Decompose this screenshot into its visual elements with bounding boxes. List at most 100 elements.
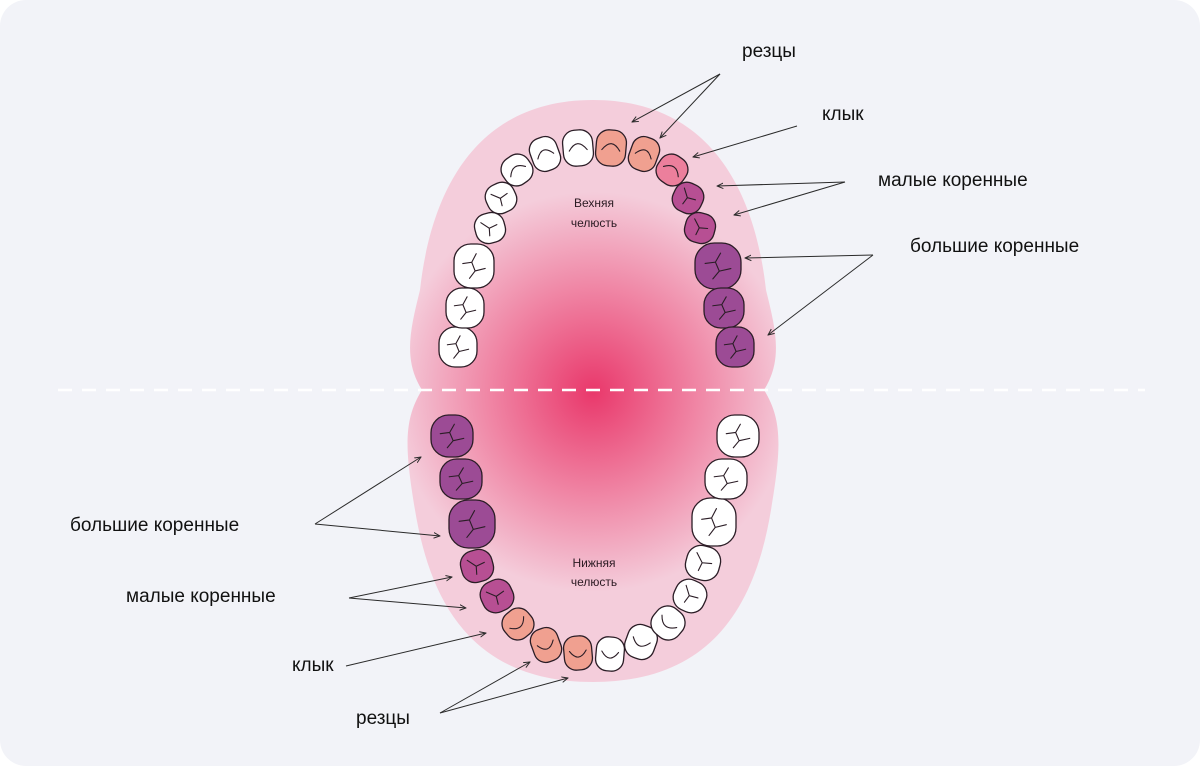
lower-molar-17 (430, 414, 474, 458)
tooth-groove (701, 508, 727, 536)
tooth-groove (704, 252, 732, 280)
arrow-lower-incisor-2 (439, 678, 568, 714)
tooth-groove (723, 335, 747, 359)
upper-jaw-label-line1: Вехняя (574, 196, 614, 210)
arrow-lower-incisor-1 (439, 662, 530, 714)
arrow-upper-incisor-2 (660, 73, 721, 138)
tooth-groove (458, 510, 486, 538)
lower-molar-18 (439, 458, 483, 500)
label-lower-premolars: малые коренные (126, 586, 276, 607)
arrow-lower-molar-1 (314, 457, 421, 525)
arrow-upper-canine (693, 125, 798, 157)
tooth-groove (661, 614, 678, 629)
upper-tooth-4 (473, 211, 507, 245)
upper-tooth-8 (561, 129, 595, 167)
tooth-groove (536, 639, 554, 650)
tooth-body (453, 243, 495, 289)
tooth-body (561, 129, 595, 167)
lower-incisor-23 (529, 626, 563, 664)
arrow-lower-premolar-1 (348, 577, 452, 599)
tooth-body (623, 623, 659, 661)
arrow-upper-molar-2 (768, 254, 874, 335)
tooth-groove (462, 253, 486, 279)
lower-tooth-31 (704, 458, 748, 500)
arrow-upper-incisor-1 (632, 73, 721, 122)
tooth-groove (537, 149, 555, 160)
upper-tooth-5 (484, 181, 518, 215)
tooth-body (528, 135, 562, 173)
tooth-groove (682, 187, 696, 205)
label-upper-incisors: резцы (742, 41, 796, 62)
lower-jaw-label-line2: челюсть (571, 575, 617, 589)
tooth-groove (662, 165, 679, 178)
label-lower-incisors: резцы (356, 708, 410, 729)
tooth-body (704, 458, 748, 500)
tooth-groove (634, 149, 652, 160)
tooth-body (694, 242, 742, 290)
tooth-groove (632, 636, 651, 647)
tooth-body (529, 626, 563, 664)
label-upper-canine: клык (822, 104, 864, 125)
upper-incisor-10 (627, 135, 661, 173)
tooth-groove (601, 143, 621, 152)
tooth-groove (439, 423, 465, 449)
lower-incisor-22 (501, 607, 535, 641)
tooth-body (715, 326, 755, 368)
arrow-lower-canine (345, 633, 486, 667)
upper-tooth-7 (528, 135, 562, 173)
upper-premolar-13 (683, 211, 717, 245)
tooth-body (448, 499, 496, 549)
annotation-arrows (314, 73, 874, 714)
lower-tooth-29 (684, 544, 722, 582)
lower-tooth-28 (672, 578, 708, 614)
tooth-body (430, 414, 474, 458)
lower-premolar-20 (459, 548, 495, 584)
tooth-body (655, 153, 689, 187)
tooth-groove (712, 296, 736, 320)
tooth-groove (713, 467, 739, 491)
tooth-groove (601, 650, 620, 659)
arrow-lower-molar-2 (314, 523, 440, 536)
lower-jaw-label-line1: Нижняя (572, 556, 615, 570)
lower-tooth-32 (716, 414, 760, 458)
tooth-groove (568, 649, 587, 658)
tooth-groove (568, 143, 588, 152)
upper-incisor-9 (594, 129, 628, 167)
arrow-upper-premolar-2 (734, 181, 846, 215)
lower-incisor-24 (562, 635, 594, 671)
lower-molar-19 (448, 499, 496, 549)
tooth-body (627, 135, 661, 173)
tooth-groove (694, 218, 709, 236)
tooth-groove (446, 335, 470, 359)
tooth-body (594, 636, 626, 672)
tooth-groove (485, 590, 505, 605)
tooth-groove (480, 222, 498, 237)
tooth-body (650, 605, 686, 641)
arrow-upper-molar-1 (745, 254, 874, 258)
lower-tooth-30 (691, 497, 737, 547)
tooth-body (562, 635, 594, 671)
upper-premolar-12 (671, 181, 705, 215)
teeth-group (430, 129, 760, 672)
lower-tooth-26 (623, 623, 659, 661)
arrow-lower-premolar-2 (348, 597, 466, 608)
tooth-groove (453, 296, 477, 320)
tooth-body (691, 497, 737, 547)
tooth-groove (448, 467, 474, 491)
tooth-body (439, 458, 483, 500)
lower-premolar-21 (479, 578, 515, 614)
tooth-groove (509, 616, 525, 630)
upper-canine-11 (655, 153, 689, 187)
tooth-groove (696, 552, 713, 572)
tooth-body (716, 414, 760, 458)
tooth-groove (490, 192, 508, 207)
lower-tooth-27 (650, 605, 686, 641)
tooth-body (500, 153, 534, 187)
upper-tooth-6 (500, 153, 534, 187)
upper-tooth-3 (453, 243, 495, 289)
tooth-body (445, 287, 485, 329)
label-lower-canine: клык (292, 655, 334, 676)
label-upper-premolars: малые коренные (878, 170, 1028, 191)
